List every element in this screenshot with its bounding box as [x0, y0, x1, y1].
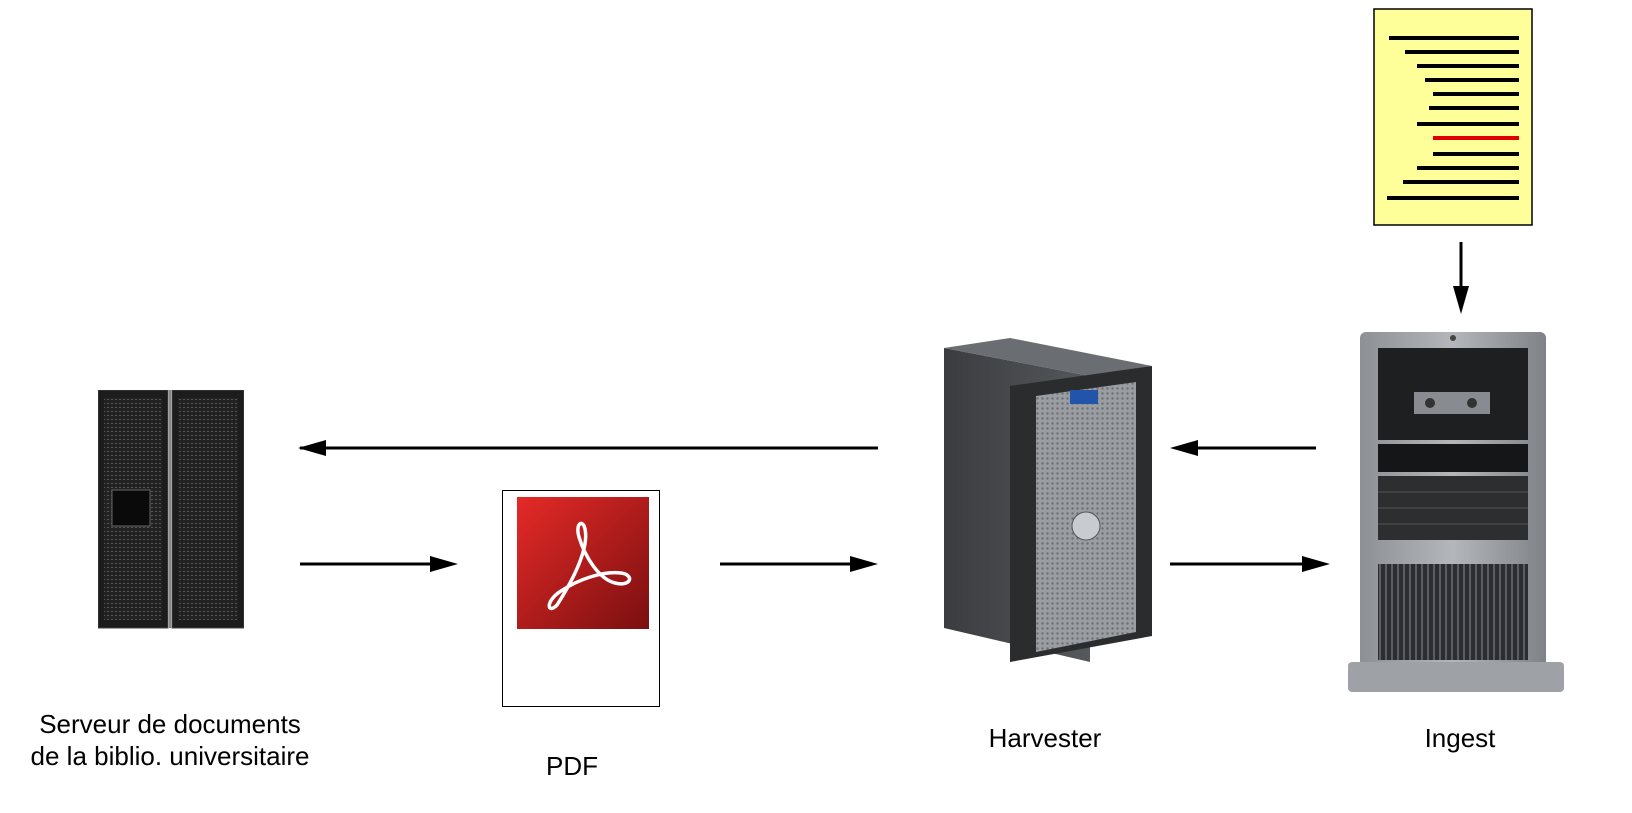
tower-server-icon — [1348, 332, 1564, 692]
harvester-node — [940, 336, 1152, 666]
arrowhead-right — [1302, 556, 1330, 572]
tower-server-icon — [944, 338, 1152, 662]
ingest-label: Ingest — [1424, 723, 1496, 753]
library-server-label: Serveur de documents de la biblio. unive… — [0, 708, 340, 772]
rack-server-icon — [98, 390, 244, 629]
arrowhead-down — [1453, 286, 1469, 314]
pdf-label: PDF — [546, 751, 598, 781]
arrowhead-left — [1170, 440, 1198, 456]
library-server-node — [98, 390, 244, 630]
arrowhead-right — [850, 556, 878, 572]
document-node — [1373, 8, 1533, 226]
library-server-label-line2: de la biblio. universitaire — [30, 741, 310, 771]
acrobat-pdf-icon — [517, 497, 649, 629]
text-document-icon — [1373, 8, 1533, 226]
library-server-label-line1: Serveur de documents — [39, 709, 301, 739]
arrowhead-left — [298, 440, 326, 456]
harvester-label: Harvester — [988, 723, 1102, 753]
pdf-node — [502, 490, 660, 707]
arrowhead-right — [430, 556, 458, 572]
ingest-node — [1348, 332, 1564, 692]
